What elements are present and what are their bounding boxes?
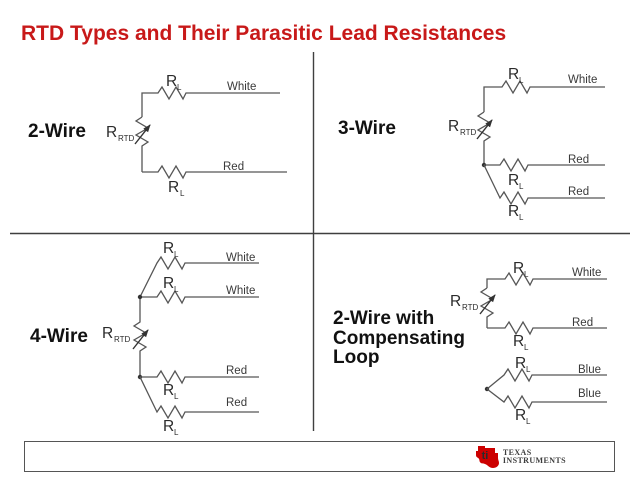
wire-middle — [484, 157, 605, 173]
wire-bottom-horizontal — [140, 369, 259, 385]
rl-subscript: L — [180, 189, 185, 198]
rl-label: R — [163, 382, 174, 399]
rl-subscript: L — [174, 285, 179, 294]
wire-color-label: White — [226, 252, 255, 264]
wire-red — [487, 320, 607, 336]
rl-subscript: L — [174, 428, 179, 437]
wire-bottom — [142, 164, 287, 180]
junction-dot — [137, 294, 143, 300]
rl-subscript: L — [174, 250, 179, 259]
rl-label: R — [513, 333, 524, 350]
ti-bug-icon: ti — [475, 445, 499, 468]
ti-logo: ti TEXAS INSTRUMENTS — [473, 445, 566, 468]
rl-label: R — [508, 66, 519, 83]
loop-wire-top — [486, 367, 607, 390]
rl-subscript: L — [519, 76, 524, 85]
brand-text: TEXAS INSTRUMENTS — [502, 447, 566, 465]
ti-monogram: ti — [482, 450, 489, 462]
rl-label: R — [168, 179, 179, 196]
resistor-rtd — [132, 297, 148, 377]
quadrant-label-3wire: 3-Wire — [338, 118, 396, 139]
rl-label: R — [163, 418, 174, 435]
wire-color-label: White — [568, 74, 597, 86]
circuit-4wire: 4-Wire R L White R L White R RTD Red R L… — [30, 240, 259, 437]
wire-color-label: Red — [226, 365, 247, 377]
circuit-2wire: 2-Wire R L White R RTD Red R L — [28, 73, 287, 198]
loop-wire-bottom — [486, 388, 607, 410]
wire-color-label: White — [226, 285, 255, 297]
rl-label: R — [515, 407, 526, 424]
rrtd-subscript: RTD — [114, 335, 131, 344]
wire-color-label: Blue — [578, 388, 601, 400]
wire-color-label: Blue — [578, 364, 601, 376]
resistor-rtd — [476, 111, 492, 165]
rtd-arrow — [132, 329, 149, 350]
quadrant-label-comp-line3: Loop — [333, 347, 379, 368]
rl-label: R — [508, 172, 519, 189]
wire-top — [141, 85, 280, 117]
rrtd-label: R — [450, 293, 461, 310]
rl-label: R — [513, 260, 524, 277]
wire-top-horizontal — [140, 289, 259, 305]
circuit-3wire: 3-Wire R L White R RTD Red R L Red R L — [338, 66, 605, 222]
rrtd-label: R — [102, 325, 113, 342]
wire-bottom — [483, 164, 605, 206]
rrtd-label: R — [106, 124, 117, 141]
quadrant-label-comp-line2: Compensating — [333, 328, 465, 349]
rl-label: R — [166, 73, 177, 90]
rl-label: R — [515, 355, 526, 372]
rl-label: R — [163, 240, 174, 257]
wire-top — [483, 79, 605, 112]
rtd-arrow — [479, 294, 496, 315]
circuit-2wire-comp-loop: 2-Wire with Compensating Loop R RTD R L … — [333, 260, 607, 426]
rrtd-subscript: RTD — [462, 303, 479, 312]
rl-subscript: L — [526, 365, 531, 374]
wire-color-label: Red — [568, 186, 589, 198]
rl-subscript: L — [177, 83, 182, 92]
rtd-arrow — [134, 124, 151, 145]
rrtd-label: R — [448, 118, 459, 135]
rl-subscript: L — [519, 213, 524, 222]
rl-subscript: L — [519, 182, 524, 191]
wire-top — [486, 271, 607, 288]
rl-label: R — [163, 275, 174, 292]
wire-color-label: White — [227, 81, 256, 93]
rl-subscript: L — [524, 343, 529, 352]
quadrant-label-4wire: 4-Wire — [30, 326, 88, 347]
page-title: RTD Types and Their Parasitic Lead Resis… — [21, 22, 507, 45]
wire-color-label: Red — [568, 154, 589, 166]
wire-color-label: White — [572, 267, 601, 279]
wire-top-diagonal — [139, 255, 259, 298]
quadrant-label-comp-line1: 2-Wire with — [333, 308, 434, 329]
footer-bar: ti TEXAS INSTRUMENTS — [24, 441, 615, 472]
wire-bottom-diagonal — [139, 376, 259, 420]
rl-subscript: L — [524, 270, 529, 279]
rl-subscript: L — [174, 392, 179, 401]
rl-label: R — [508, 203, 519, 220]
brand-line-bottom: INSTRUMENTS — [502, 455, 566, 465]
rrtd-subscript: RTD — [118, 134, 135, 143]
resistor-rtd — [134, 116, 150, 172]
resistor-rtd — [479, 287, 495, 328]
wire-color-label: Red — [572, 317, 593, 329]
rl-subscript: L — [526, 417, 531, 426]
brand-line-top: TEXAS — [502, 447, 532, 457]
rtd-arrow — [476, 119, 493, 140]
wire-color-label: Red — [226, 397, 247, 409]
quadrant-label-2wire: 2-Wire — [28, 121, 86, 142]
rrtd-subscript: RTD — [460, 128, 477, 137]
wire-color-label: Red — [223, 161, 244, 173]
